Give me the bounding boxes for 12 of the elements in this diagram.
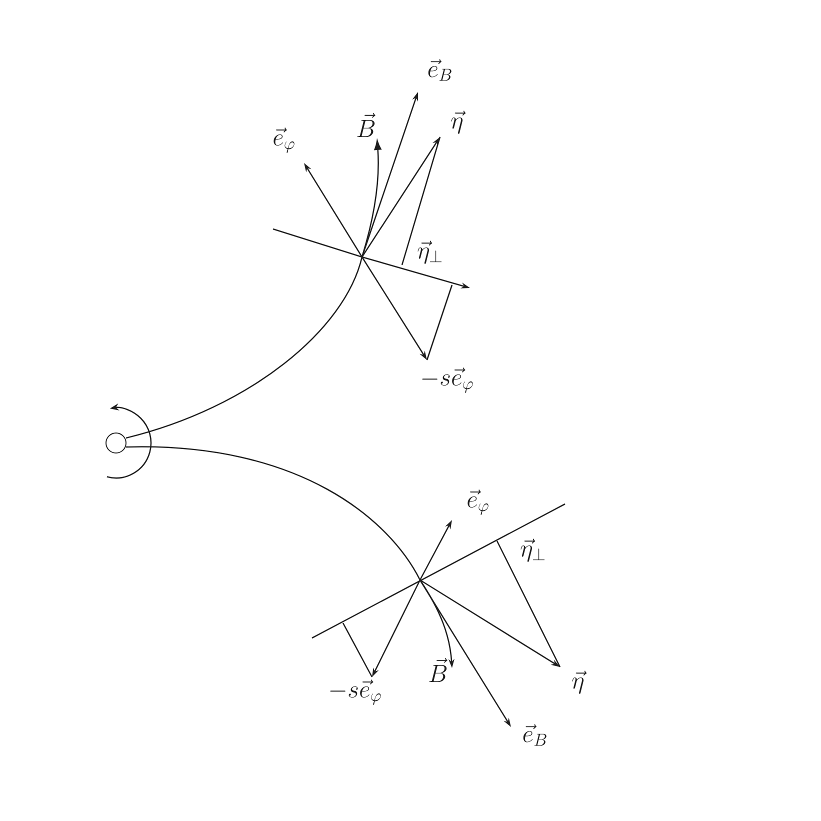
vector-label: $-s\vec{e}_{\varphi}$ xyxy=(330,680,381,705)
vector-label: $\vec{e}_{B}$ xyxy=(523,724,546,746)
vector-label: $\vec{e}_{\varphi}$ xyxy=(468,490,488,515)
vector-label: $\vec{e}_{\varphi}$ xyxy=(274,128,294,153)
vector-label: $\vec{\eta}_{\perp}$ xyxy=(520,538,545,562)
vector-label: $\vec{\eta}$ xyxy=(572,670,587,694)
vector-label: $-s\vec{e}_{\varphi}$ xyxy=(422,368,473,393)
vector-label: $\vec{\eta}_{\perp}$ xyxy=(418,240,442,264)
vector-label: $\vec{e}_{B}$ xyxy=(428,59,452,81)
vector-label: $\vec{B}$ xyxy=(357,112,376,137)
vector-label: $\vec{\eta}$ xyxy=(451,110,466,134)
vector-label: $\vec{B}$ xyxy=(429,658,448,682)
